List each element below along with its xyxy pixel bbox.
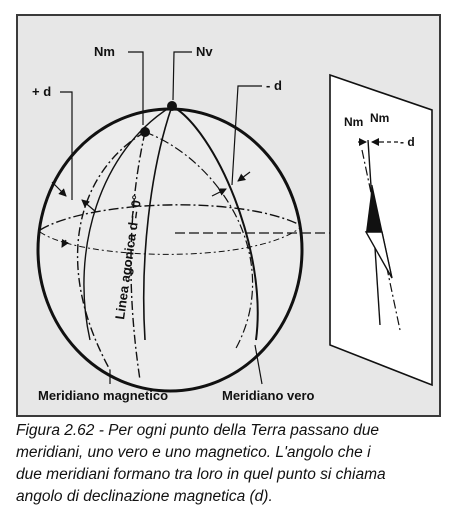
label-panel-minus-d: - d (400, 135, 415, 149)
magnetic-meridian-arrow (61, 238, 69, 248)
compass-needle-north (366, 185, 382, 232)
label-true-meridian: Meridiano vero (222, 388, 315, 403)
equator-line (39, 204, 301, 231)
figure-caption: Figura 2.62 - Per ogni punto della Terra… (16, 420, 456, 508)
label-nm-top: Nm (94, 44, 115, 59)
nm-leader (128, 51, 144, 125)
label-minus-d: - d (266, 78, 282, 93)
caption-line-2: meridiani, uno vero e uno magnetico. L'a… (16, 444, 371, 461)
true-meridian-line (171, 105, 259, 341)
nm-pole-dot (140, 127, 150, 137)
magnetic-meridian-line (76, 131, 146, 371)
globe-diagram: Nm Nv + d - d Linea agonica d = 0° Merid… (32, 44, 433, 403)
caption-line-1: Figura 2.62 - Per ogni punto della Terra… (16, 422, 380, 439)
plus-d-leader (60, 91, 73, 200)
label-plus-d: + d (32, 84, 51, 99)
true-meridian-back-line (83, 105, 173, 341)
agonic-line (142, 105, 173, 341)
magnetic-meridian-front-line (144, 131, 254, 351)
caption-line-4: angolo di declinazione magnetica (d). (16, 488, 273, 505)
nv-pole-dot (167, 101, 177, 111)
caption-line-3: due meridiani formano tra loro in quel p… (16, 466, 386, 483)
label-magnetic-meridian: Meridiano magnetico (38, 388, 168, 403)
label-panel-nm-left: Nm (344, 115, 363, 129)
minus-d-arrow-left (211, 188, 227, 197)
label-panel-nm-right: Nm (370, 111, 389, 125)
plus-d-arrow-right (81, 199, 97, 213)
plus-d-arrow-left (51, 181, 67, 197)
compass-needle-axis (371, 184, 393, 279)
nv-leader (172, 51, 192, 101)
label-nv-top: Nv (196, 44, 213, 59)
true-meridian-leader (254, 344, 263, 385)
minus-d-arrow-right (237, 171, 251, 182)
minus-d-leader (231, 85, 262, 186)
agonic-line-2 (130, 131, 146, 381)
equator-back-line (39, 227, 301, 255)
